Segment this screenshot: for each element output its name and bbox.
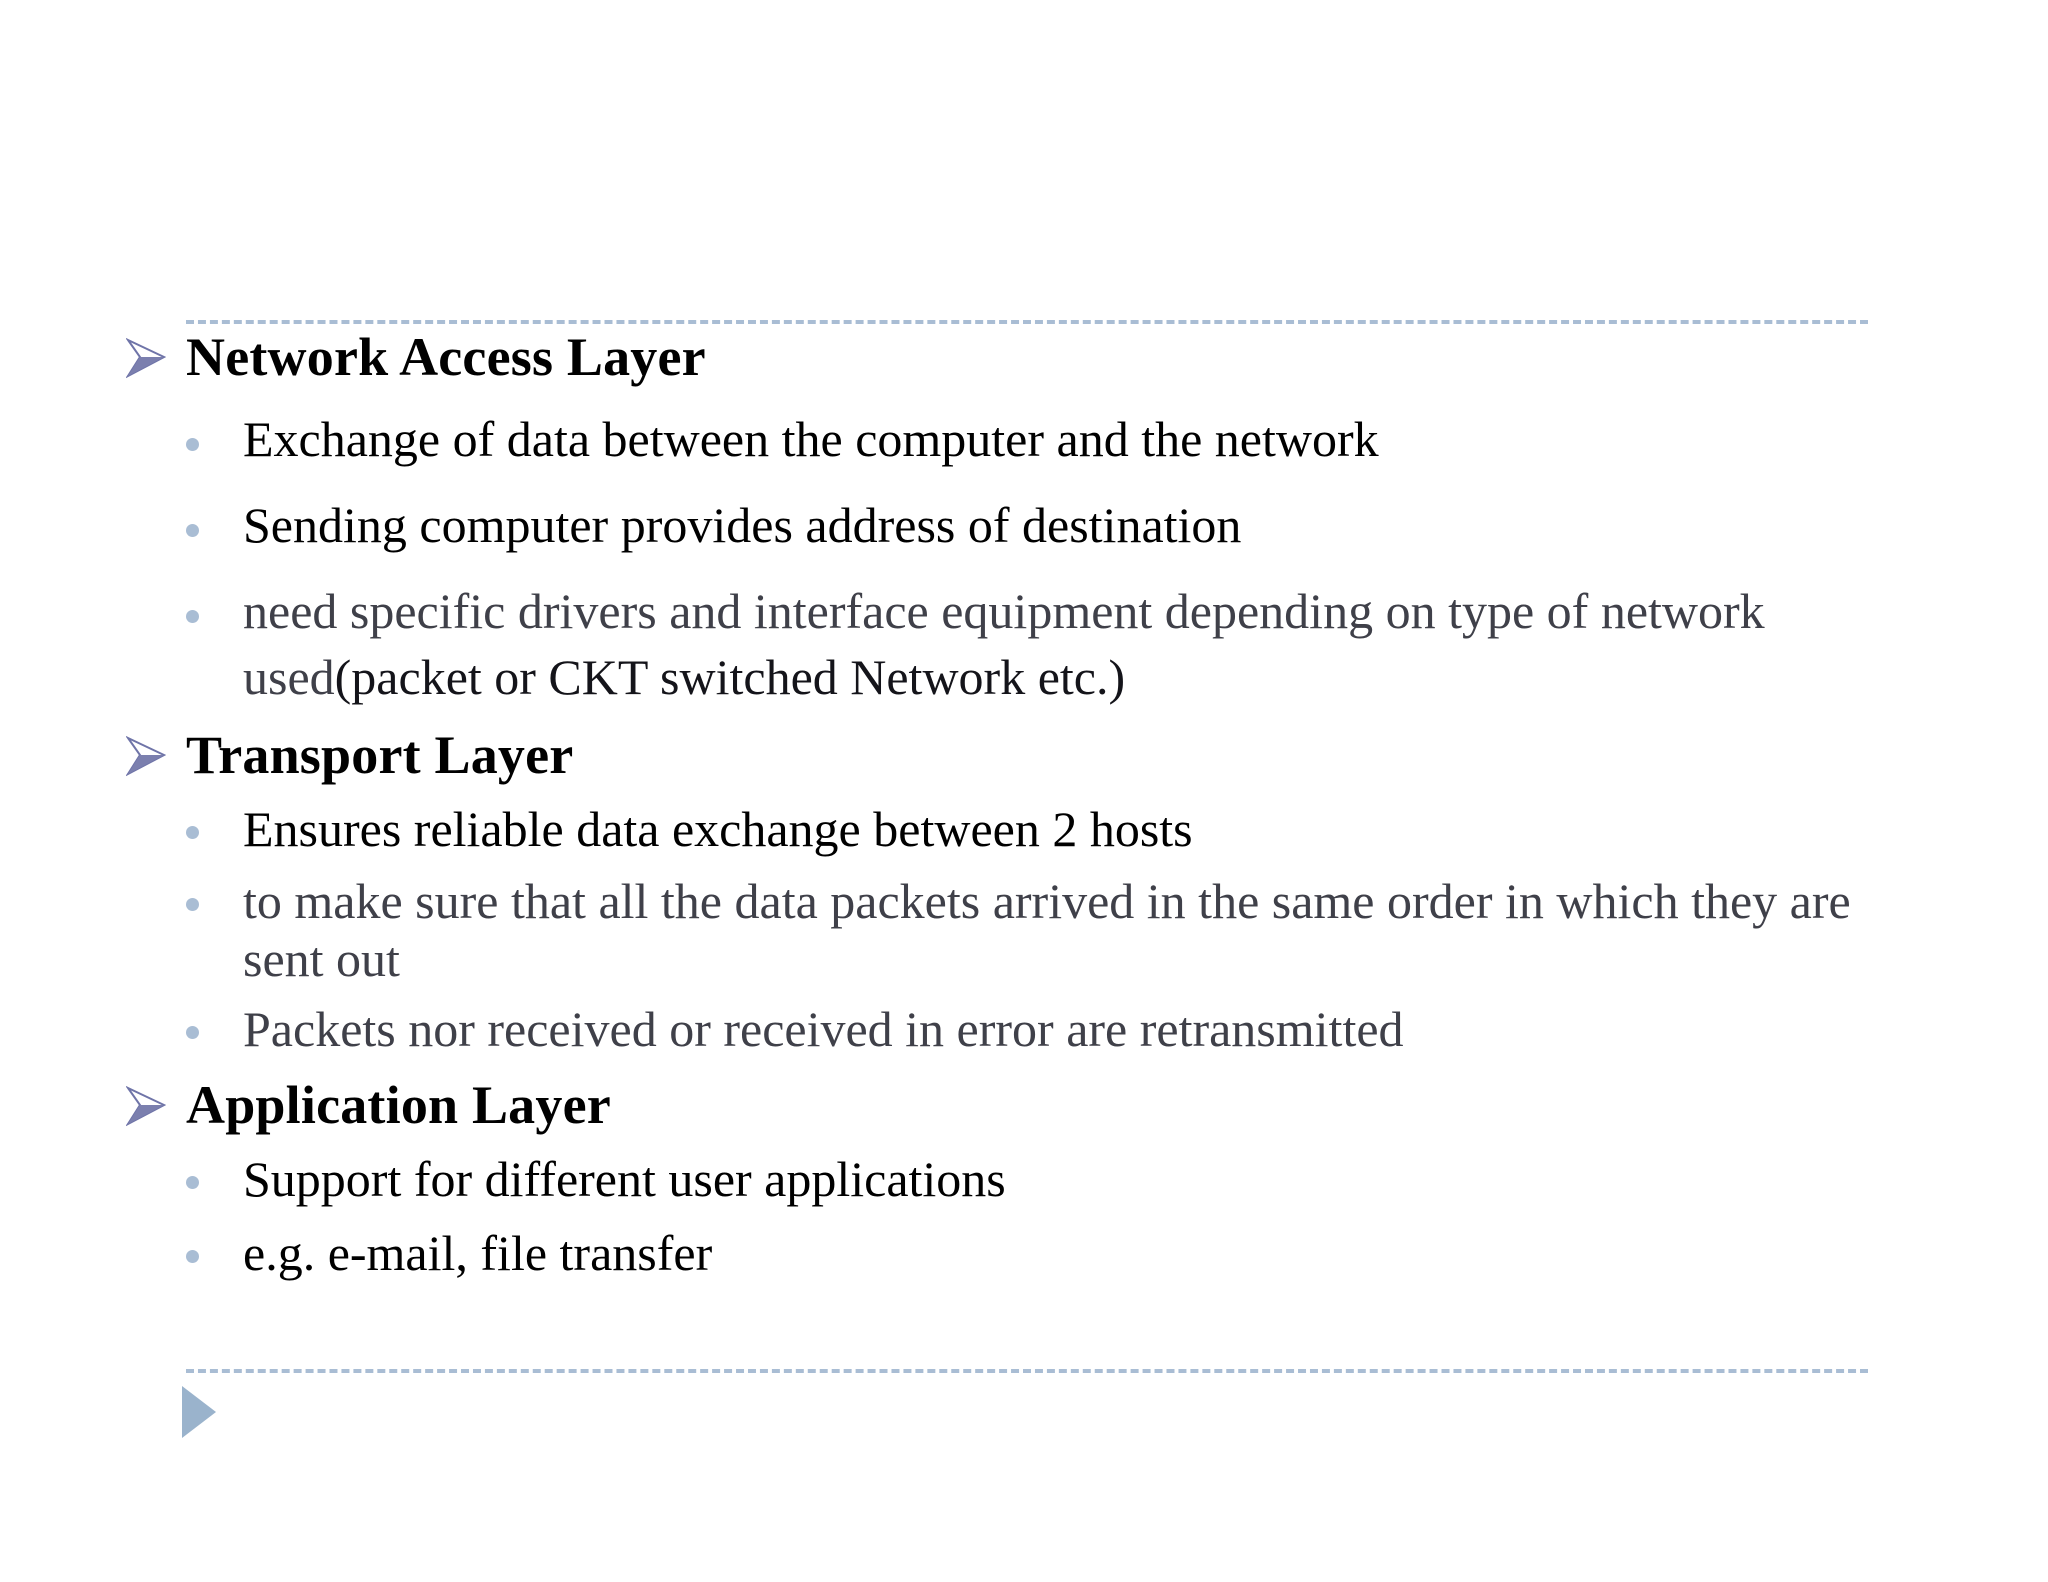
bullet-label: Packets nor received or received in erro… xyxy=(243,1001,1404,1057)
bullet-label: Sending computer provides address of des… xyxy=(243,497,1242,553)
arrow-bullet-icon xyxy=(124,1084,167,1128)
bullet-label: Exchange of data between the computer an… xyxy=(243,411,1379,467)
dot-bullet-icon xyxy=(186,1250,199,1263)
bullet-item: Packets nor received or received in erro… xyxy=(0,996,2048,1062)
slide-content: Network Access Layer Exchange of data be… xyxy=(0,326,2048,1286)
bullet-label: to make sure that all the data packets a… xyxy=(243,873,1851,987)
dashed-divider-top xyxy=(186,320,1868,324)
heading-label: Network Access Layer xyxy=(186,327,706,387)
bullet-label: Ensures reliable data exchange between 2… xyxy=(243,801,1193,857)
section-heading-transport-layer: Transport Layer xyxy=(0,724,2048,786)
dot-bullet-icon xyxy=(186,898,199,911)
bullet-item: Ensures reliable data exchange between 2… xyxy=(0,796,2048,862)
heading-label: Application Layer xyxy=(186,1075,611,1135)
bullet-label-gray-part: need specific drivers and interface equi… xyxy=(243,583,1765,705)
section-heading-application-layer: Application Layer xyxy=(0,1074,2048,1136)
bullet-label: Support for different user applications xyxy=(243,1151,1006,1207)
bullet-item: Sending computer provides address of des… xyxy=(0,492,2048,558)
heading-label: Transport Layer xyxy=(186,725,574,785)
arrow-bullet-icon xyxy=(124,734,167,778)
bullet-label: need specific drivers and interface equi… xyxy=(243,578,1878,710)
section-heading-network-access-layer: Network Access Layer xyxy=(0,326,2048,388)
arrow-bullet-icon xyxy=(124,336,167,380)
bullet-item: need specific drivers and interface equi… xyxy=(0,578,2048,710)
dot-bullet-icon xyxy=(186,524,199,537)
dot-bullet-icon xyxy=(186,438,199,451)
dot-bullet-icon xyxy=(186,1026,199,1039)
play-triangle-icon xyxy=(182,1386,216,1438)
bullet-item: Support for different user applications xyxy=(0,1146,2048,1212)
bullet-item: Exchange of data between the computer an… xyxy=(0,406,2048,472)
dot-bullet-icon xyxy=(186,826,199,839)
dashed-divider-bottom xyxy=(186,1369,1868,1373)
bullet-item: e.g. e-mail, file transfer xyxy=(0,1220,2048,1286)
bullet-item: to make sure that all the data packets a… xyxy=(0,872,2048,988)
dot-bullet-icon xyxy=(186,1176,199,1189)
bullet-label: e.g. e-mail, file transfer xyxy=(243,1225,713,1281)
dot-bullet-icon xyxy=(186,610,199,623)
bullet-label-black-part: (packet or CKT switched Network etc.) xyxy=(334,649,1126,705)
